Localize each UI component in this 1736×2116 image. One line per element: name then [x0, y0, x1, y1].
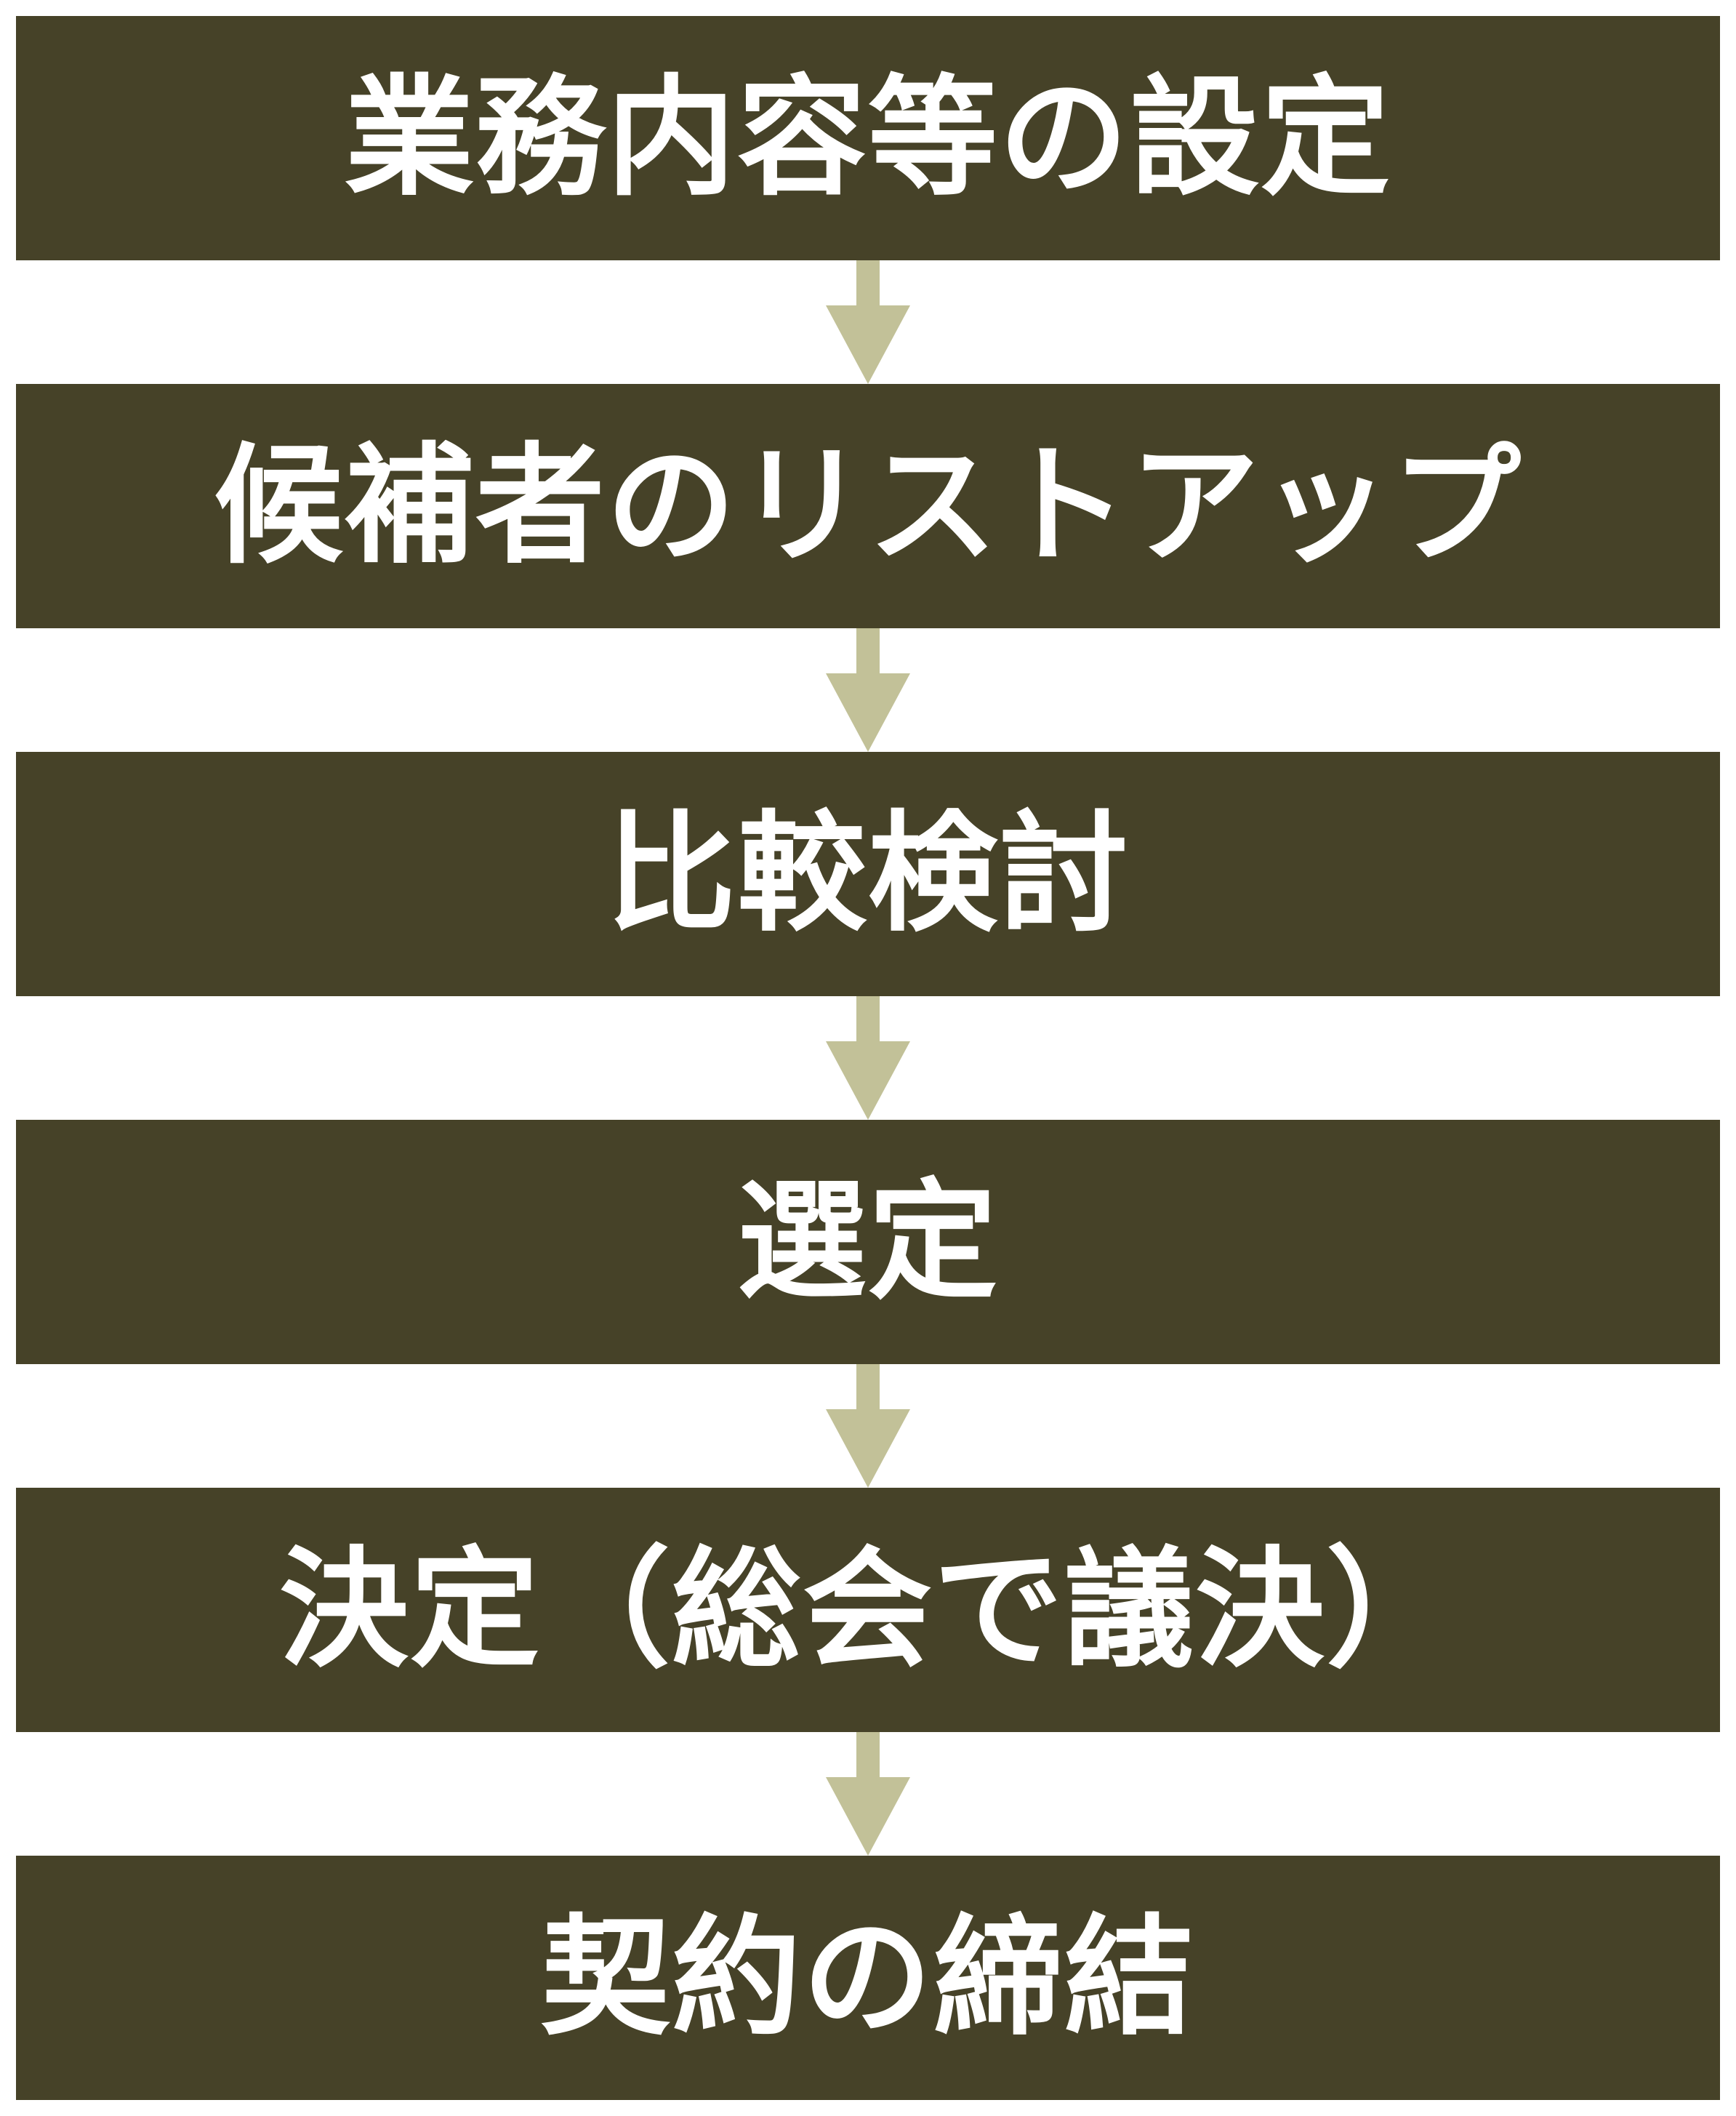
down-arrow-icon: [795, 996, 941, 1120]
down-arrow-icon: [795, 628, 941, 752]
step-2-box: 候補者のリストアップ: [16, 384, 1720, 628]
step-4-box: 選定: [16, 1120, 1720, 1364]
step-4-label: 選定: [737, 1166, 999, 1317]
step-6-label: 契約の締結: [541, 1902, 1195, 2053]
step-3-box: 比較検討: [16, 752, 1720, 996]
step-5-label: 決定（総会で議決）: [279, 1534, 1457, 1685]
step-2-label: 候補者のリストアップ: [214, 430, 1522, 581]
down-arrow-icon: [795, 1364, 941, 1488]
step-6-box: 契約の締結: [16, 1856, 1720, 2100]
step-3-label: 比較検討: [606, 798, 1130, 949]
step-1-box: 業務内容等の設定: [16, 16, 1720, 260]
step-5-box: 決定（総会で議決）: [16, 1488, 1720, 1732]
step-1-label: 業務内容等の設定: [345, 63, 1391, 213]
down-arrow-icon: [795, 260, 941, 384]
down-arrow-icon: [795, 1732, 941, 1856]
